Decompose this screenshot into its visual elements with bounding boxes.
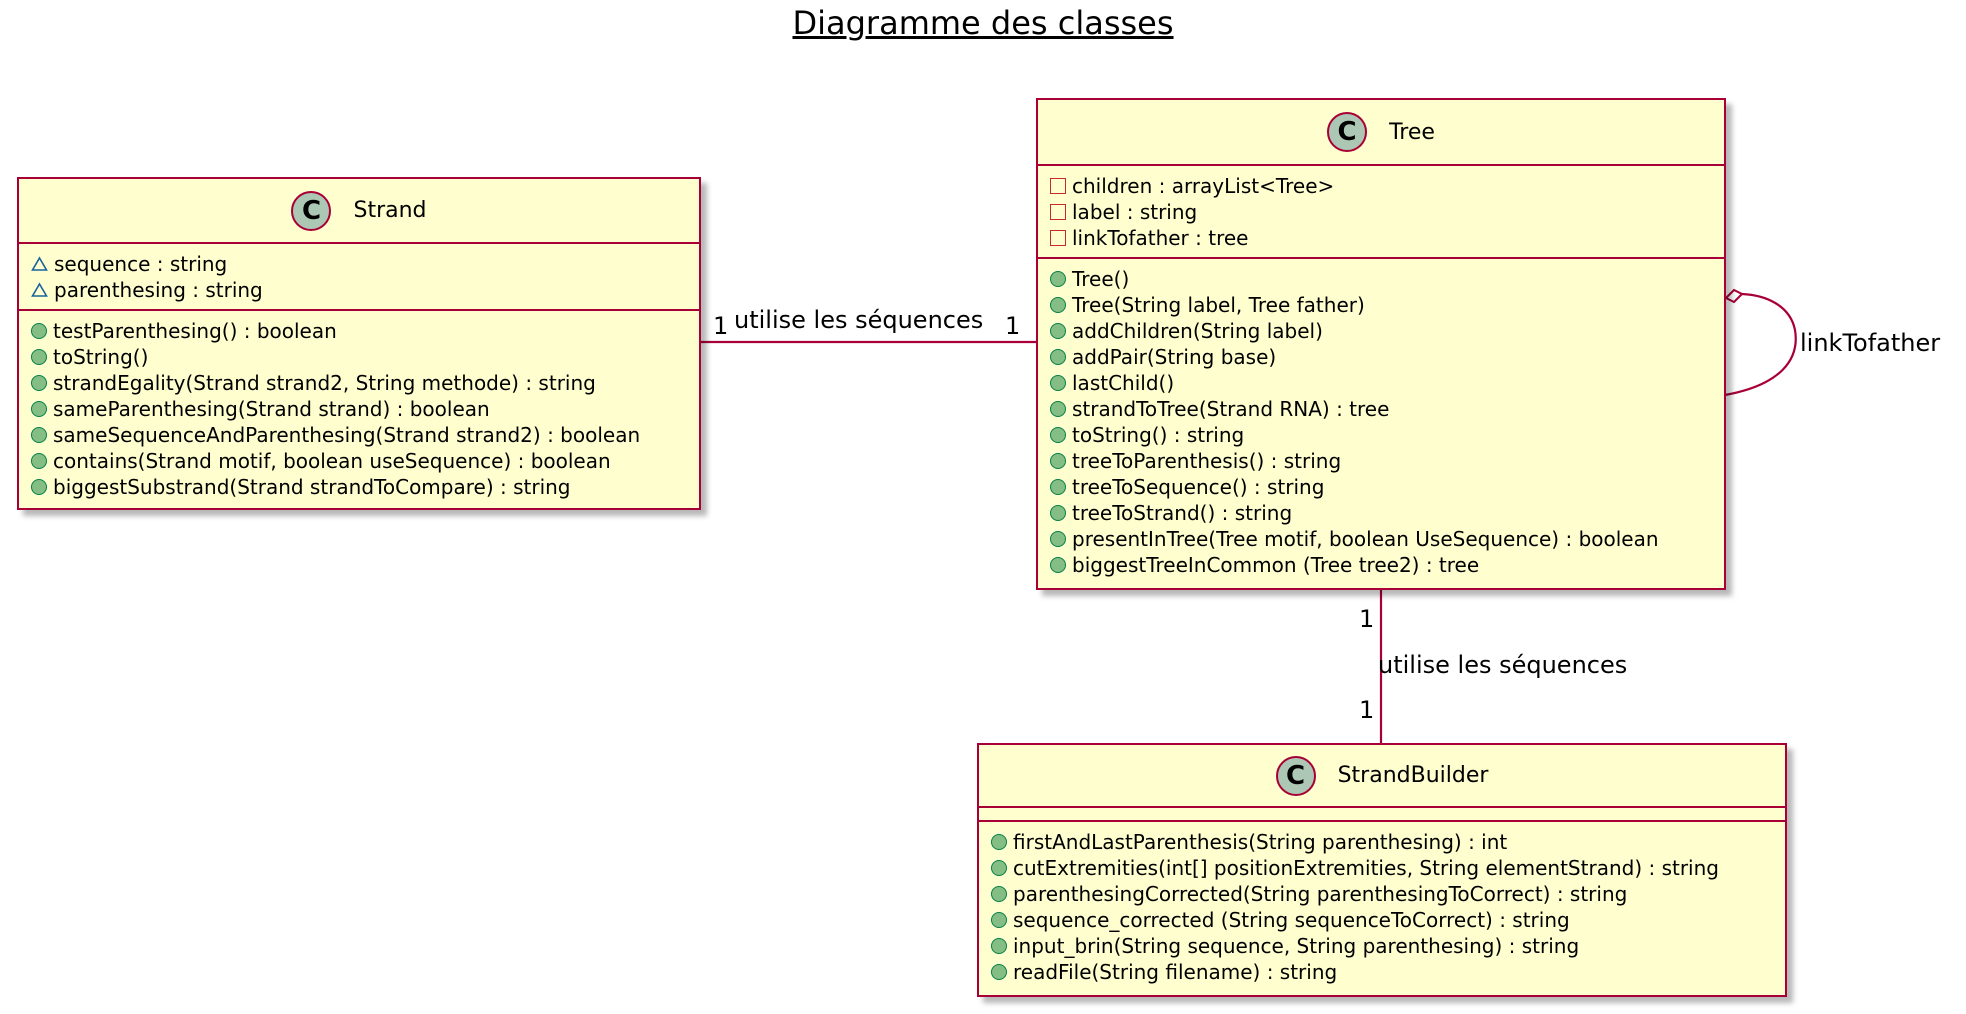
attribute-section: children : arrayList<Tree> label : strin… (1038, 166, 1724, 259)
method-row: biggestTreeInCommon (Tree tree2) : tree (1050, 552, 1724, 578)
public-visibility-icon (1050, 271, 1066, 287)
method-row: treeToSequence() : string (1050, 474, 1724, 500)
public-visibility-icon (1050, 349, 1066, 365)
class-strand[interactable]: C Strand sequence : string parenthesing … (17, 177, 701, 510)
tree-builder-multiplicity-top: 1 (1359, 605, 1375, 633)
diagram-title: Diagramme des classes (792, 4, 1174, 42)
class-c-icon: C (291, 190, 332, 231)
class-header: C Tree (1038, 100, 1724, 166)
public-visibility-icon (1050, 557, 1066, 573)
tree-builder-label: utilise les séquences (1378, 651, 1628, 679)
class-name: StrandBuilder (1337, 763, 1489, 788)
method-row: contains(Strand motif, boolean useSequen… (31, 448, 699, 474)
public-visibility-icon (991, 886, 1007, 902)
public-visibility-icon (31, 323, 47, 339)
private-visibility-icon (1050, 230, 1066, 246)
method-row: toString() (31, 344, 699, 370)
method-row: strandEgality(Strand strand2, String met… (31, 370, 699, 396)
method-row: biggestSubstrand(Strand strandToCompare)… (31, 474, 699, 500)
public-visibility-icon (31, 453, 47, 469)
public-visibility-icon (31, 349, 47, 365)
public-visibility-icon (991, 860, 1007, 876)
public-visibility-icon (1050, 505, 1066, 521)
public-visibility-icon (1050, 427, 1066, 443)
public-visibility-icon (31, 401, 47, 417)
method-row: Tree(String label, Tree father) (1050, 292, 1724, 318)
public-visibility-icon (1050, 323, 1066, 339)
tree-builder-multiplicity-bottom: 1 (1359, 696, 1375, 724)
public-visibility-icon (991, 938, 1007, 954)
method-row: toString() : string (1050, 422, 1724, 448)
class-c-icon: C (1275, 755, 1316, 796)
public-visibility-icon (991, 964, 1007, 980)
private-visibility-icon (1050, 204, 1066, 220)
class-name: Tree (1389, 119, 1435, 145)
attribute-section: sequence : string parenthesing : string (19, 244, 699, 311)
public-visibility-icon (1050, 297, 1066, 313)
class-name: Strand (353, 198, 427, 223)
method-row: sequence_corrected (String sequenceToCor… (991, 907, 1785, 933)
attribute-row: parenthesing : string (31, 277, 699, 303)
method-row: addPair(String base) (1050, 344, 1724, 370)
attribute-row: children : arrayList<Tree> (1050, 173, 1724, 199)
strand-tree-multiplicity-left: 1 (713, 312, 729, 340)
method-row: strandToTree(Strand RNA) : tree (1050, 396, 1724, 422)
aggregation-diamond-icon (1724, 288, 1744, 304)
public-visibility-icon (1050, 375, 1066, 391)
method-row: lastChild() (1050, 370, 1724, 396)
public-visibility-icon (31, 479, 47, 495)
method-row: sameParenthesing(Strand strand) : boolea… (31, 396, 699, 422)
method-row: addChildren(String label) (1050, 318, 1724, 344)
method-row: cutExtremities(int[] positionExtremities… (991, 855, 1785, 881)
strand-tree-label: utilise les séquences (734, 306, 984, 334)
strand-tree-multiplicity-right: 1 (1005, 312, 1021, 340)
method-row: parenthesingCorrected(String parenthesin… (991, 881, 1785, 907)
public-visibility-icon (1050, 453, 1066, 469)
public-visibility-icon (1050, 531, 1066, 547)
method-section: firstAndLastParenthesis(String parenthes… (979, 822, 1785, 991)
class-header: C StrandBuilder (979, 745, 1785, 808)
method-row: firstAndLastParenthesis(String parenthes… (991, 829, 1785, 855)
tree-self-label: linkTofather (1800, 329, 1941, 357)
method-row: input_brin(String sequence, String paren… (991, 933, 1785, 959)
package-visibility-icon (31, 282, 48, 297)
method-row: treeToStrand() : string (1050, 500, 1724, 526)
method-row: treeToParenthesis() : string (1050, 448, 1724, 474)
method-row: testParenthesing() : boolean (31, 318, 699, 344)
method-row: Tree() (1050, 266, 1724, 292)
method-section: Tree() Tree(String label, Tree father) a… (1038, 259, 1724, 584)
method-row: sameSequenceAndParenthesing(Strand stran… (31, 422, 699, 448)
private-visibility-icon (1050, 178, 1066, 194)
public-visibility-icon (31, 375, 47, 391)
attribute-row: label : string (1050, 199, 1724, 225)
method-section: testParenthesing() : boolean toString() … (19, 311, 699, 506)
public-visibility-icon (1050, 479, 1066, 495)
class-tree[interactable]: C Tree children : arrayList<Tree> label … (1036, 98, 1726, 590)
tree-self-association (1724, 292, 1797, 397)
public-visibility-icon (31, 427, 47, 443)
package-visibility-icon (31, 256, 48, 271)
class-strandbuilder[interactable]: C StrandBuilder firstAndLastParenthesis(… (977, 743, 1787, 997)
public-visibility-icon (991, 912, 1007, 928)
method-row: presentInTree(Tree motif, boolean UseSeq… (1050, 526, 1724, 552)
public-visibility-icon (1050, 401, 1066, 417)
public-visibility-icon (991, 834, 1007, 850)
attribute-section (979, 808, 1785, 822)
attribute-row: linkTofather : tree (1050, 225, 1724, 251)
class-header: C Strand (19, 179, 699, 244)
method-row: readFile(String filename) : string (991, 959, 1785, 985)
attribute-row: sequence : string (31, 251, 699, 277)
class-c-icon: C (1327, 112, 1368, 152)
